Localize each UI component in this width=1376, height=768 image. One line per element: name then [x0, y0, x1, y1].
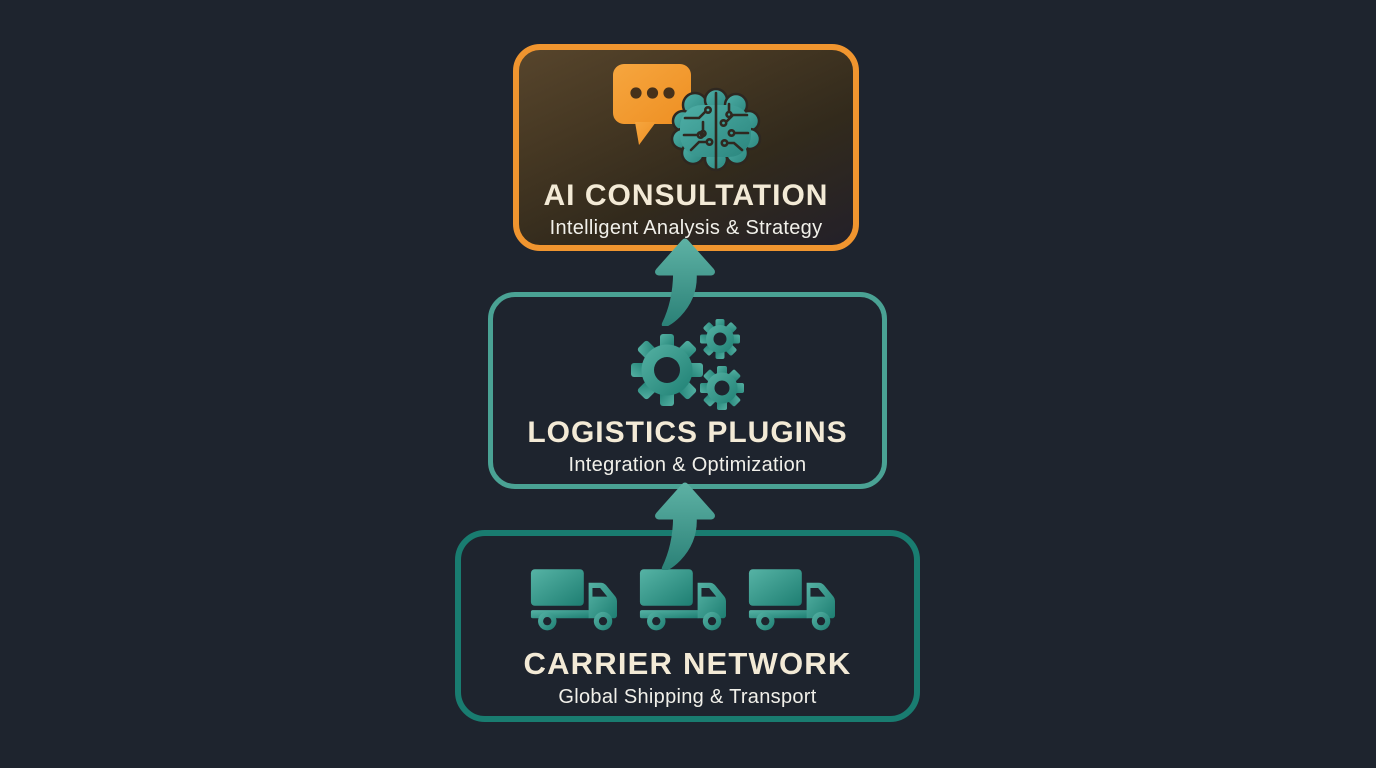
chat-brain-icon: [613, 64, 762, 172]
icon-wrap: [625, 313, 751, 415]
icon-wrap: [608, 60, 764, 178]
gears-icon: [630, 319, 744, 410]
stage-title: AI CONSULTATION: [543, 179, 829, 212]
stage-box-ai-consultation: AI CONSULTATION Intelligent Analysis & S…: [513, 44, 859, 251]
stage-title: LOGISTICS PLUGINS: [527, 416, 848, 449]
truck-icon: [530, 569, 617, 631]
stage-subtitle: Global Shipping & Transport: [558, 685, 817, 708]
stage-subtitle: Intelligent Analysis & Strategy: [549, 216, 823, 239]
gear-large: [630, 334, 703, 406]
up-arrow-icon: [655, 238, 715, 326]
gear-medium: [699, 366, 744, 410]
chat-bubble-icon: [613, 64, 691, 145]
trucks-row: [529, 562, 847, 634]
stage-subtitle: Integration & Optimization: [568, 453, 807, 476]
stage-title: CARRIER NETWORK: [523, 646, 852, 681]
truck-icon: [748, 569, 835, 631]
gear-small: [699, 319, 740, 359]
circuit-brain-icon: [670, 87, 762, 172]
up-arrow-icon: [655, 482, 715, 570]
truck-icon: [639, 569, 726, 631]
